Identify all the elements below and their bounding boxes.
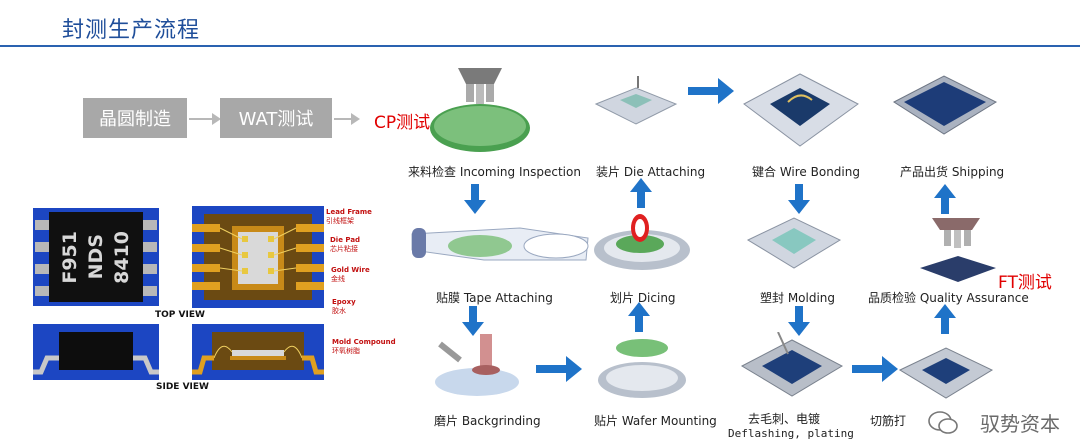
incoming-inspection-image: [430, 64, 560, 164]
step-deflashing-en: Deflashing, plating: [728, 427, 854, 440]
flow-arrow-up-4: [934, 184, 956, 214]
step-dicing: 划片 Dicing: [610, 291, 676, 305]
cp-test-label: CP测试: [374, 113, 431, 133]
step-quality-assurance: 品质检验 Quality Assurance: [868, 291, 1029, 305]
flow-arrow-right-1: [536, 356, 582, 382]
molding-image: [744, 212, 844, 278]
grey-arrow-1: [189, 113, 221, 125]
step-wafer-mounting: 贴片 Wafer Mounting: [594, 414, 717, 428]
shipping-image: [890, 70, 1000, 146]
grinder-icon: [435, 334, 519, 396]
side-view-caption: SIDE VIEW: [156, 382, 209, 392]
test-socket-icon: [920, 218, 996, 282]
wire-bond-icon: [743, 73, 859, 147]
callout-lead-frame: Lead Frame 引线框架: [326, 208, 372, 226]
wafer-mounting-image: [596, 336, 688, 404]
step-trim: 切筋打: [870, 414, 907, 428]
chip-photo-icon: [33, 208, 159, 306]
callout-gold-wire: Gold Wire 金线: [331, 266, 370, 284]
callout-mold-compound: Mold Compound 环氧树脂: [332, 338, 396, 356]
wire-bonding-image: [740, 70, 860, 154]
step-die-attaching: 装片 Die Attaching: [596, 165, 706, 179]
trim-form-image: [896, 340, 996, 408]
callout-en: Gold Wire: [331, 266, 370, 274]
tape-roll-icon: [411, 227, 589, 261]
step-deflashing-cn: 去毛刺、电镀: [748, 412, 821, 426]
callout-cn: 金线: [331, 275, 345, 283]
wafer-probe-icon: [430, 68, 530, 152]
top-view-caption: TOP VIEW: [155, 310, 205, 320]
callout-epoxy: Epoxy 胶水: [332, 298, 356, 316]
flow-arrow-up-2: [630, 178, 652, 208]
chip-marking-line-2: NDS: [85, 234, 107, 280]
flow-arrow-right-3: [852, 356, 898, 382]
callout-die-pad: Die Pad 芯片粘接: [330, 236, 360, 254]
step-molding: 塑封 Molding: [760, 291, 836, 305]
side-cutaway-icon: [192, 324, 324, 380]
step-incoming-inspection: 来料检查 Incoming Inspection: [408, 165, 581, 179]
package-side-cutaway: [192, 324, 324, 380]
dicing-image: [592, 210, 692, 276]
flow-arrow-down-2: [462, 306, 484, 336]
flow-arrow-down-1: [464, 184, 486, 214]
chip-marking-line-1: F951: [59, 230, 81, 284]
callout-en: Lead Frame: [326, 208, 372, 216]
package-cutaway-top: [192, 206, 324, 308]
trim-icon: [898, 347, 994, 399]
callout-cn: 引线框架: [326, 217, 354, 225]
molding-icon: [746, 217, 842, 269]
flow-arrow-right-2: [688, 78, 734, 104]
wafer-frame-icon: [598, 339, 686, 398]
packaged-chip-icon: [893, 75, 998, 135]
step-backgrinding: 磨片 Backgrinding: [434, 414, 541, 428]
leadframe-diagram-icon: [192, 206, 324, 308]
callout-cn: 环氧树脂: [332, 347, 360, 355]
step-tape-attaching: 贴膜 Tape Attaching: [436, 291, 553, 305]
quality-image: [918, 216, 998, 290]
header-divider: [0, 45, 1080, 47]
chip-marking-line-3: 8410: [111, 230, 133, 284]
deflashing-image: [738, 331, 846, 406]
callout-en: Mold Compound: [332, 338, 396, 346]
page-title: 封测生产流程: [62, 18, 201, 43]
dicing-saw-icon: [594, 214, 690, 270]
wafer-fab-box: 晶圆制造: [83, 98, 187, 138]
callout-en: Epoxy: [332, 298, 356, 306]
step-shipping: 产品出货 Shipping: [900, 165, 1005, 179]
flow-arrow-up-3: [934, 304, 956, 334]
die-attaching-image: [592, 74, 678, 140]
deflash-icon: [740, 331, 844, 397]
watermark-text: 驭势资本: [980, 412, 1060, 436]
package-top-photo: F951 NDS 8410: [33, 208, 159, 306]
grey-arrow-2: [334, 113, 360, 125]
wat-test-box: WAT测试: [220, 98, 332, 138]
step-wire-bonding: 键合 Wire Bonding: [752, 165, 860, 179]
flow-arrow-up-1: [628, 302, 650, 332]
chip-marking-group: F951 NDS 8410: [59, 218, 133, 296]
backgrinding-image: [432, 330, 522, 404]
ft-test-label: FT测试: [998, 273, 1052, 293]
die-attach-icon: [594, 76, 678, 125]
flow-arrow-down-3: [788, 184, 810, 214]
flow-arrow-down-4: [788, 306, 810, 336]
callout-en: Die Pad: [330, 236, 361, 244]
callout-cn: 芯片粘接: [330, 245, 358, 253]
package-side-photo: [33, 324, 159, 380]
callout-cn: 胶水: [332, 307, 346, 315]
wechat-icon: [928, 410, 958, 440]
chip-side-icon: [33, 324, 159, 380]
tape-attaching-image: [410, 214, 590, 268]
